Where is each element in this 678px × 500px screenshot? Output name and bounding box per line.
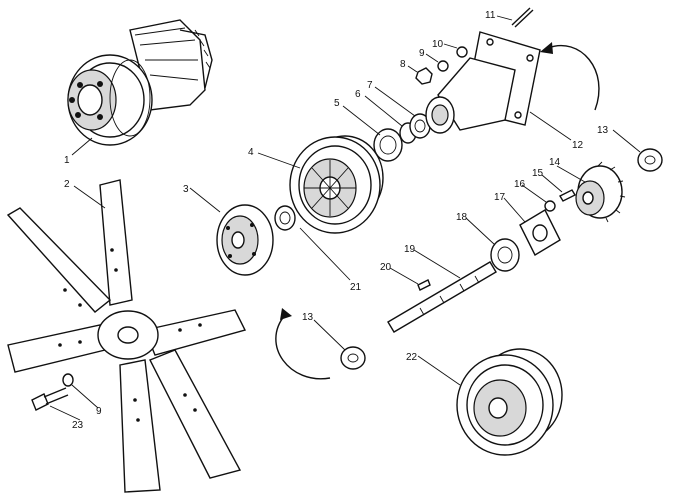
part-13-nut-lower	[340, 346, 366, 370]
callout-14: 14	[549, 157, 561, 168]
callout-7: 7	[367, 80, 373, 91]
callout-19: 19	[404, 244, 416, 255]
callout-23: 23	[72, 420, 84, 431]
part-12-bearing-housing	[425, 31, 541, 134]
callout-1: 1	[64, 155, 70, 166]
part-16-washer	[544, 200, 556, 212]
callout-21: 21	[350, 282, 362, 293]
part-18-bearing	[490, 238, 520, 272]
part-1-fan-drive-assembly	[67, 19, 213, 146]
callout-numbers: 1 2 3 4 5 6 7 8 9 9 10 11 12 13 13 14 15…	[64, 10, 609, 431]
part-22-pulley	[456, 348, 563, 456]
leader-lines	[49, 15, 641, 421]
callout-3: 3	[183, 184, 189, 195]
callout-16: 16	[514, 179, 526, 190]
part-3-hub	[216, 204, 274, 276]
callout-13-lower: 13	[302, 312, 314, 323]
callout-22: 22	[406, 352, 418, 363]
part-23-bolt	[31, 387, 69, 411]
callout-10: 10	[432, 39, 444, 50]
part-5-bearing	[373, 128, 403, 162]
callout-9-lower: 9	[96, 406, 102, 417]
callout-13-upper: 13	[597, 125, 609, 136]
part-9-washer-upper	[437, 60, 449, 72]
callout-5: 5	[334, 98, 340, 109]
callout-17: 17	[494, 192, 506, 203]
part-4-pulley	[289, 135, 384, 234]
callout-18: 18	[456, 212, 468, 223]
callout-2: 2	[64, 179, 70, 190]
part-14-gear	[575, 161, 626, 223]
part-15-key	[559, 189, 576, 202]
callout-12: 12	[572, 140, 584, 151]
part-9-washer-lower	[62, 373, 74, 387]
part-11-stud	[511, 7, 534, 28]
part-10-washer	[456, 46, 468, 58]
callout-9-upper: 9	[419, 48, 425, 59]
callout-15: 15	[532, 168, 544, 179]
rotation-arrow-lower	[275, 308, 331, 380]
part-13-nut-upper	[637, 148, 663, 172]
part-8-nut	[415, 67, 433, 85]
callout-6: 6	[355, 89, 361, 100]
part-17-gasket	[519, 209, 561, 256]
callout-20: 20	[380, 262, 392, 273]
callout-11: 11	[485, 10, 496, 21]
part-21-bushing	[274, 205, 296, 231]
rotation-arrow-upper	[540, 42, 600, 111]
callout-8: 8	[400, 59, 406, 70]
part-19-shaft	[387, 261, 497, 333]
part-20-pin	[417, 279, 431, 291]
part-2-fan	[6, 179, 247, 493]
callout-4: 4	[248, 147, 254, 158]
